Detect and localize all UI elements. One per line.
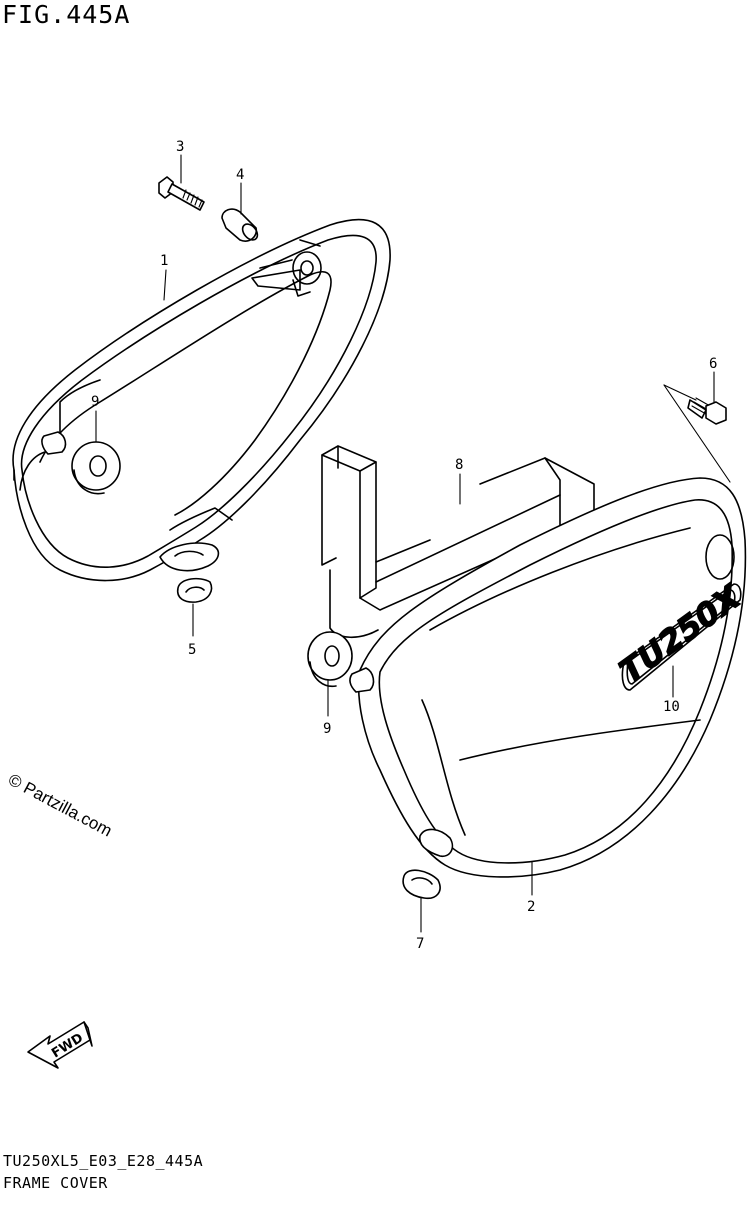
callout-9b: 9 — [323, 721, 331, 737]
callout-4: 4 — [236, 167, 244, 183]
part-9-grommet-right — [307, 631, 353, 688]
part-2-right-frame-cover — [357, 477, 747, 878]
part-9-grommet-left — [71, 441, 121, 495]
mount-pin-left — [41, 431, 67, 455]
callout-2: 2 — [527, 899, 535, 915]
callout-1: 1 — [160, 253, 168, 269]
callout-8: 8 — [455, 457, 463, 473]
leader-lines — [95, 154, 731, 933]
figure-caption: FRAME COVER — [3, 1174, 108, 1192]
callout-labels: 3 4 1 9 5 6 8 9 10 2 7 — [91, 139, 717, 952]
callout-9a: 9 — [91, 394, 99, 410]
callout-5: 5 — [188, 642, 196, 658]
part-4-collar — [221, 208, 259, 242]
part-1-left-frame-cover — [12, 218, 391, 582]
callout-6: 6 — [709, 356, 717, 372]
fwd-arrow-icon: FWD — [27, 1021, 93, 1069]
part-5-grommet — [176, 577, 213, 603]
mount-pin-right — [349, 667, 375, 693]
model-code: TU250XL5_E03_E28_445A — [3, 1152, 204, 1170]
callout-10: 10 — [663, 699, 680, 715]
callout-3: 3 — [176, 139, 184, 155]
part-3-bolt — [158, 176, 205, 211]
part-7-grommet — [402, 869, 441, 900]
part-6-bolt — [687, 397, 727, 425]
figure-title: FIG.445A — [2, 0, 131, 29]
callout-7: 7 — [416, 936, 424, 952]
